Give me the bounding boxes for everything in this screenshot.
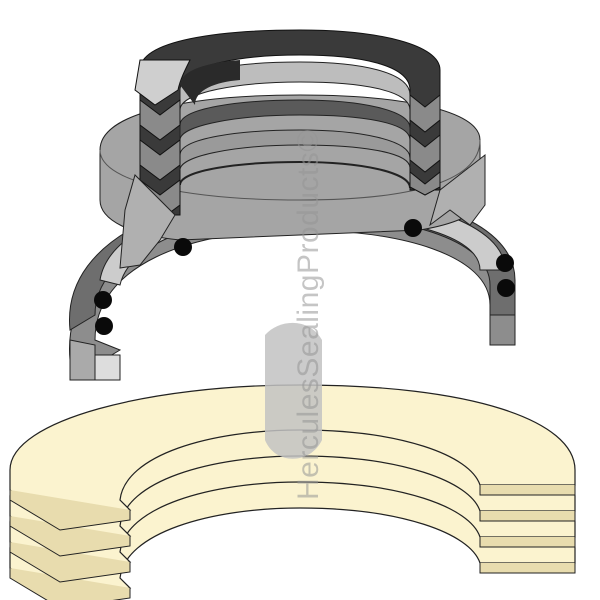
watermark-text: HerculesSealingProducts© bbox=[292, 129, 325, 500]
backup-ring-stack bbox=[9, 384, 576, 600]
seal-stack-assembly bbox=[69, 29, 516, 381]
backup-ring-edge bbox=[9, 511, 576, 557]
backup-ring bbox=[9, 384, 576, 521]
center-blur bbox=[265, 322, 322, 459]
backup-ring-edge bbox=[9, 563, 576, 600]
backup-ring-edge bbox=[9, 537, 576, 583]
v-packing-stack bbox=[134, 29, 441, 221]
o-rings bbox=[94, 219, 515, 335]
backup-ring-edge bbox=[9, 485, 576, 531]
